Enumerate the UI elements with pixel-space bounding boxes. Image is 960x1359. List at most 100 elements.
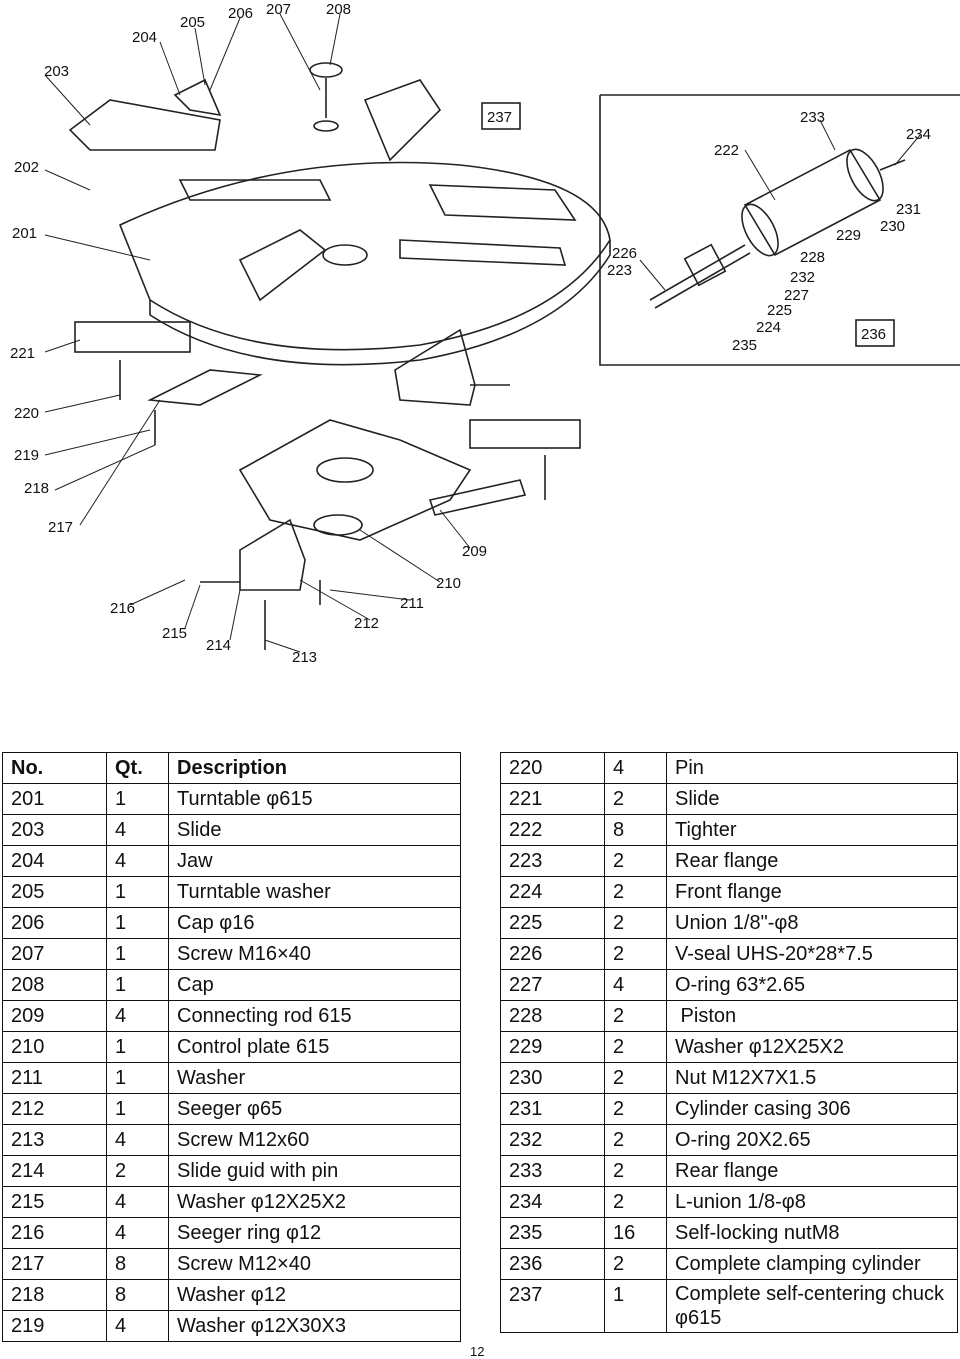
part-no: 215 bbox=[2, 1186, 107, 1218]
callout-221: 221 bbox=[10, 345, 35, 362]
boxed-236-frame bbox=[855, 319, 895, 347]
callout-208: 208 bbox=[326, 1, 351, 18]
part-qty: 4 bbox=[604, 752, 667, 784]
part-qty: 4 bbox=[106, 1124, 169, 1156]
callout-206: 206 bbox=[228, 5, 253, 22]
control-plate bbox=[238, 419, 472, 541]
part-description: Washer φ12X25X2 bbox=[168, 1186, 461, 1218]
callout-230: 230 bbox=[880, 218, 905, 235]
part-qty: 2 bbox=[604, 1000, 667, 1032]
part-qty: 1 bbox=[106, 1062, 169, 1094]
part-no: 217 bbox=[2, 1248, 107, 1280]
part-qty: 2 bbox=[106, 1155, 169, 1187]
part-no: 219 bbox=[2, 1310, 107, 1342]
part-no: 225 bbox=[500, 907, 605, 939]
callout-209: 209 bbox=[462, 543, 487, 560]
part-qty: 1 bbox=[106, 969, 169, 1001]
callout-219: 219 bbox=[14, 447, 39, 464]
part-qty: 4 bbox=[106, 845, 169, 877]
callout-220: 220 bbox=[14, 405, 39, 422]
part-no: 220 bbox=[500, 752, 605, 784]
part-qty: 1 bbox=[106, 907, 169, 939]
part-description: Washer φ12X25X2 bbox=[666, 1031, 958, 1063]
part-no: 221 bbox=[500, 783, 605, 815]
part-qty: 4 bbox=[604, 969, 667, 1001]
part-description: Seeger φ65 bbox=[168, 1093, 461, 1125]
part-qty: 4 bbox=[106, 814, 169, 846]
callout-231: 231 bbox=[896, 201, 921, 218]
part-description: Slide bbox=[666, 783, 958, 815]
part-description: Turntable washer bbox=[168, 876, 461, 908]
part-description: Slide guid with pin bbox=[168, 1155, 461, 1187]
part-qty: 2 bbox=[604, 1093, 667, 1125]
part-description: Piston bbox=[666, 1000, 958, 1032]
col-header-description: Description bbox=[168, 752, 461, 784]
callout-201: 201 bbox=[12, 225, 37, 242]
part-description: Front flange bbox=[666, 876, 958, 908]
part-description: Seeger ring φ12 bbox=[168, 1217, 461, 1249]
col-header-no: No. bbox=[2, 752, 107, 784]
part-no: 231 bbox=[500, 1093, 605, 1125]
part-description: Union 1/8"-φ8 bbox=[666, 907, 958, 939]
part-no: 216 bbox=[2, 1217, 107, 1249]
page-number: 12 bbox=[470, 1344, 485, 1359]
part-no: 224 bbox=[500, 876, 605, 908]
callout-232: 232 bbox=[790, 269, 815, 286]
part-description: Slide bbox=[168, 814, 461, 846]
callout-210: 210 bbox=[436, 575, 461, 592]
part-description: Complete self-centering chuck φ615 bbox=[666, 1279, 958, 1333]
boxed-label-236: 236 bbox=[861, 326, 886, 343]
part-qty: 16 bbox=[604, 1217, 667, 1249]
part-no: 232 bbox=[500, 1124, 605, 1156]
part-no: 205 bbox=[2, 876, 107, 908]
part-qty: 4 bbox=[106, 1217, 169, 1249]
part-qty: 8 bbox=[106, 1248, 169, 1280]
callout-213: 213 bbox=[292, 649, 317, 666]
part-qty: 4 bbox=[106, 1000, 169, 1032]
part-qty: 2 bbox=[604, 1124, 667, 1156]
part-no: 227 bbox=[500, 969, 605, 1001]
part-no: 214 bbox=[2, 1155, 107, 1187]
callout-222: 222 bbox=[714, 142, 739, 159]
part-qty: 2 bbox=[604, 938, 667, 970]
part-qty: 1 bbox=[106, 1031, 169, 1063]
part-description: O-ring 63*2.65 bbox=[666, 969, 958, 1001]
part-no: 229 bbox=[500, 1031, 605, 1063]
part-description: Tighter bbox=[666, 814, 958, 846]
part-qty: 1 bbox=[106, 783, 169, 815]
boxed-237-frame bbox=[481, 102, 521, 130]
callout-233: 233 bbox=[800, 109, 825, 126]
part-description: Screw M12×40 bbox=[168, 1248, 461, 1280]
part-description: L-union 1/8-φ8 bbox=[666, 1186, 958, 1218]
part-description: Washer bbox=[168, 1062, 461, 1094]
part-no: 207 bbox=[2, 938, 107, 970]
part-description: Cap bbox=[168, 969, 461, 1001]
part-no: 228 bbox=[500, 1000, 605, 1032]
part-description: Nut M12X7X1.5 bbox=[666, 1062, 958, 1094]
part-qty: 2 bbox=[604, 783, 667, 815]
part-no: 222 bbox=[500, 814, 605, 846]
part-qty: 2 bbox=[604, 1186, 667, 1218]
callout-203: 203 bbox=[44, 63, 69, 80]
part-no: 212 bbox=[2, 1093, 107, 1125]
part-no: 233 bbox=[500, 1155, 605, 1187]
part-qty: 2 bbox=[604, 845, 667, 877]
part-qty: 2 bbox=[604, 1248, 667, 1280]
